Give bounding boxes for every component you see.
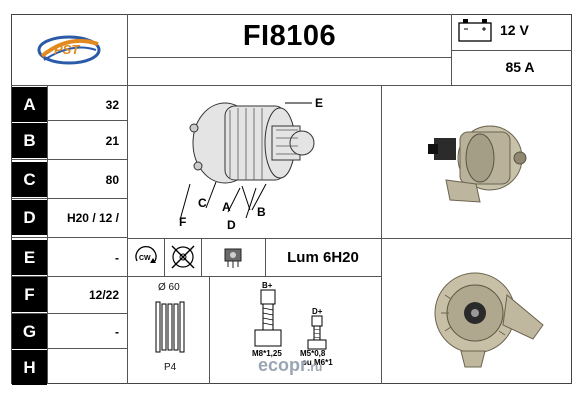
row-label-f: F [12,277,47,312]
dim-label-b: B [257,205,266,219]
row-label-d: D [12,200,47,235]
product-photo-rear [434,272,544,368]
grid-line [47,85,48,384]
part-number: FI8106 [242,19,337,52]
voltage-value: 12 V [500,22,529,38]
grid-line [127,57,451,58]
dim-label-e: E [315,96,324,110]
pulley-type: P4 [164,362,177,373]
watermark: ecopr.ru [258,355,322,376]
d-plus-thread: M5*0,8 [300,349,326,358]
row-value-c: 80 [105,172,119,187]
row-value-g: - [115,324,119,339]
grid-line [265,238,266,276]
grid-line [11,120,127,121]
grid-line [11,348,127,349]
brand-logo-icon: PST [37,35,101,65]
row-label-h: H [12,350,47,385]
alternator-drawing [179,102,315,221]
d-plus-bolt-icon [307,315,327,350]
grid-line [381,85,382,384]
sheet-frame [11,14,572,384]
dim-label-c: C [198,196,207,210]
row-value-h [47,350,127,385]
row-value-e: - [115,250,119,265]
grid-line [11,198,127,199]
regulator-icon [224,248,242,268]
rotation-clockwise-icon: CW [135,245,157,263]
row-label-a: A [12,87,47,122]
grid-line [201,238,202,276]
row-label-g: G [12,314,47,349]
dim-label-d: D [227,218,236,232]
row-label-e: E [12,240,47,275]
grid-line [11,313,127,314]
no-fan-icon [171,245,195,269]
watermark-text: ecopr [258,355,308,375]
grid-line [11,85,572,86]
regulator-ref: Lum 6H20 [287,248,359,266]
pulley-icon [155,301,185,353]
pulley-diameter: Ø 60 [158,282,180,293]
dim-label-a: A [222,200,231,214]
watermark-domain: .ru [307,360,323,374]
grid-line [127,238,572,239]
grid-line [451,50,572,51]
grid-line [11,276,127,277]
row-label-b: B [12,123,47,158]
grid-line [451,14,452,85]
grid-line [11,159,127,160]
d-plus-alt-thread: ou M6*1 [302,358,333,367]
product-photo-side [428,125,527,203]
dim-label-f: F [179,215,187,229]
current-value: 85 A [505,59,535,75]
d-plus-label: D+ [312,307,323,316]
row-value-b: 21 [105,133,119,148]
row-label-c: C [12,162,47,197]
row-value-a: 32 [105,97,119,112]
grid-line [127,276,381,277]
svg-text:PST: PST [54,42,80,57]
row-value-d: H20 / 12 / [66,210,119,225]
grid-line [11,237,127,238]
b-plus-thread: M8*1,25 [252,349,282,358]
b-plus-label: B+ [262,281,273,290]
grid-line [127,14,128,384]
b-plus-bolt-icon [254,289,282,347]
grid-line [209,276,210,384]
row-value-f: 12/22 [88,287,119,302]
rotation-label: CW [139,255,151,262]
grid-line [164,238,165,276]
battery-icon [458,19,492,42]
